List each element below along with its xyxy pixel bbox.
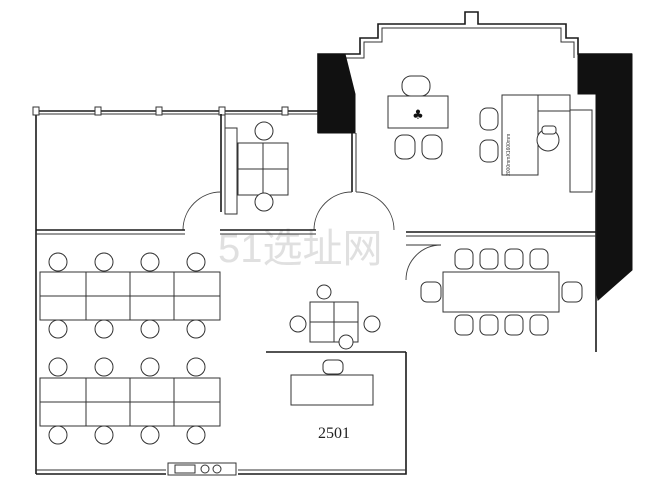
conference-room [405,244,583,336]
desk-dimension: 2000mmX1600mm [506,134,512,176]
small-office [182,114,395,231]
unit-number: 2501 [318,425,350,442]
open-workspace [36,229,406,445]
outer-walls [32,106,407,476]
manager-office: ♣ 2000mmX1600mm [317,11,633,352]
plant-icon: ♣ [412,108,424,123]
